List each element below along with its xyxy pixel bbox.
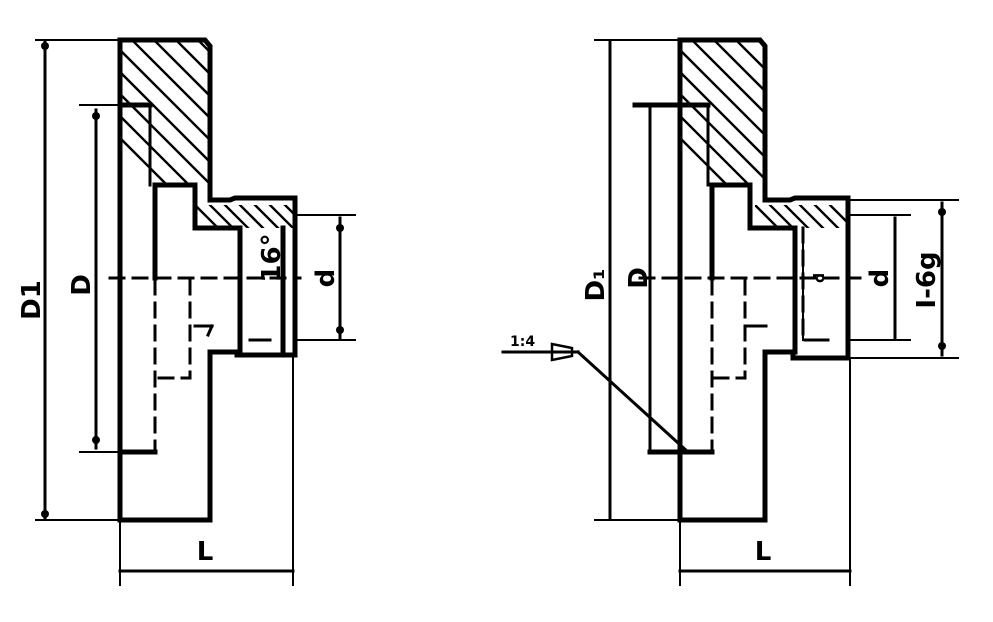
left-hidden-bore xyxy=(153,278,242,454)
right-view: D₁ D d d I-6g 1:4 L xyxy=(501,37,959,586)
left-dd-arrow-top xyxy=(336,224,344,232)
left-hatch-upper xyxy=(120,42,210,185)
left-label-d1: D1 xyxy=(17,280,47,320)
right-label-d-inner: d xyxy=(812,273,828,283)
right-label-d-small: d xyxy=(865,269,895,288)
left-label-d-small: d xyxy=(311,269,341,288)
right-hatch-upper xyxy=(680,42,765,185)
right-hatch-lower xyxy=(755,205,848,228)
right-hidden-bore xyxy=(710,226,805,454)
left-label-angle: 16° xyxy=(257,233,287,282)
right-label-taper: 1:4 xyxy=(510,334,535,350)
left-thread-tick-2 xyxy=(206,324,214,337)
right-label-d-large: D xyxy=(624,267,654,289)
right-label-l: L xyxy=(755,537,772,567)
right-label-d1: D₁ xyxy=(581,269,611,302)
left-d-arrow-bottom xyxy=(92,436,100,444)
left-view: D1 D d 16° L xyxy=(17,37,356,586)
right-fit-arrow-bottom xyxy=(938,342,946,350)
left-d1-arrow-bottom xyxy=(41,510,49,518)
left-label-d-large: D xyxy=(67,274,97,296)
right-taper-leader-diag xyxy=(575,349,691,455)
right-label-fit: I-6g xyxy=(912,251,942,308)
right-fit-arrow-top xyxy=(938,208,946,216)
right-taper-symbol xyxy=(550,342,574,362)
left-d1-arrow-top xyxy=(41,42,49,50)
left-dd-arrow-bottom xyxy=(336,326,344,334)
left-label-l: L xyxy=(197,537,214,567)
left-hatch-lower xyxy=(195,205,295,228)
left-d-arrow-top xyxy=(92,112,100,120)
